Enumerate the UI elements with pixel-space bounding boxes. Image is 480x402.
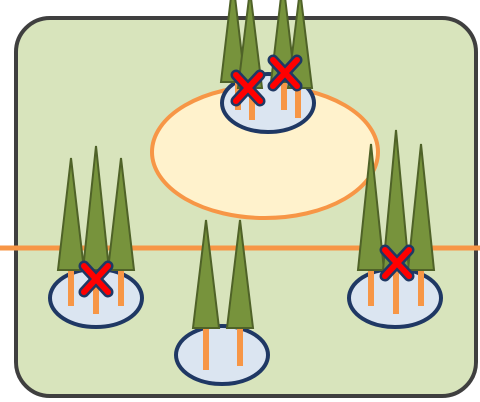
tree-icon [106, 157, 136, 271]
tree-group-left [48, 145, 144, 329]
tree-group-right [347, 129, 443, 329]
tree-icon [219, 0, 247, 83]
tree-plot [174, 324, 270, 386]
tree-icon [81, 145, 111, 271]
tree-icon [406, 143, 436, 271]
tree-group-center [174, 219, 270, 386]
tree-group-top [219, 0, 316, 134]
cross-icon [230, 69, 266, 107]
tree-icon [191, 219, 221, 329]
cross-icon [267, 54, 303, 92]
cross-icon [379, 244, 415, 282]
tree-icon [56, 157, 86, 271]
tree-icon [356, 143, 386, 271]
tree-icon [225, 219, 255, 329]
cross-icon [78, 260, 114, 298]
